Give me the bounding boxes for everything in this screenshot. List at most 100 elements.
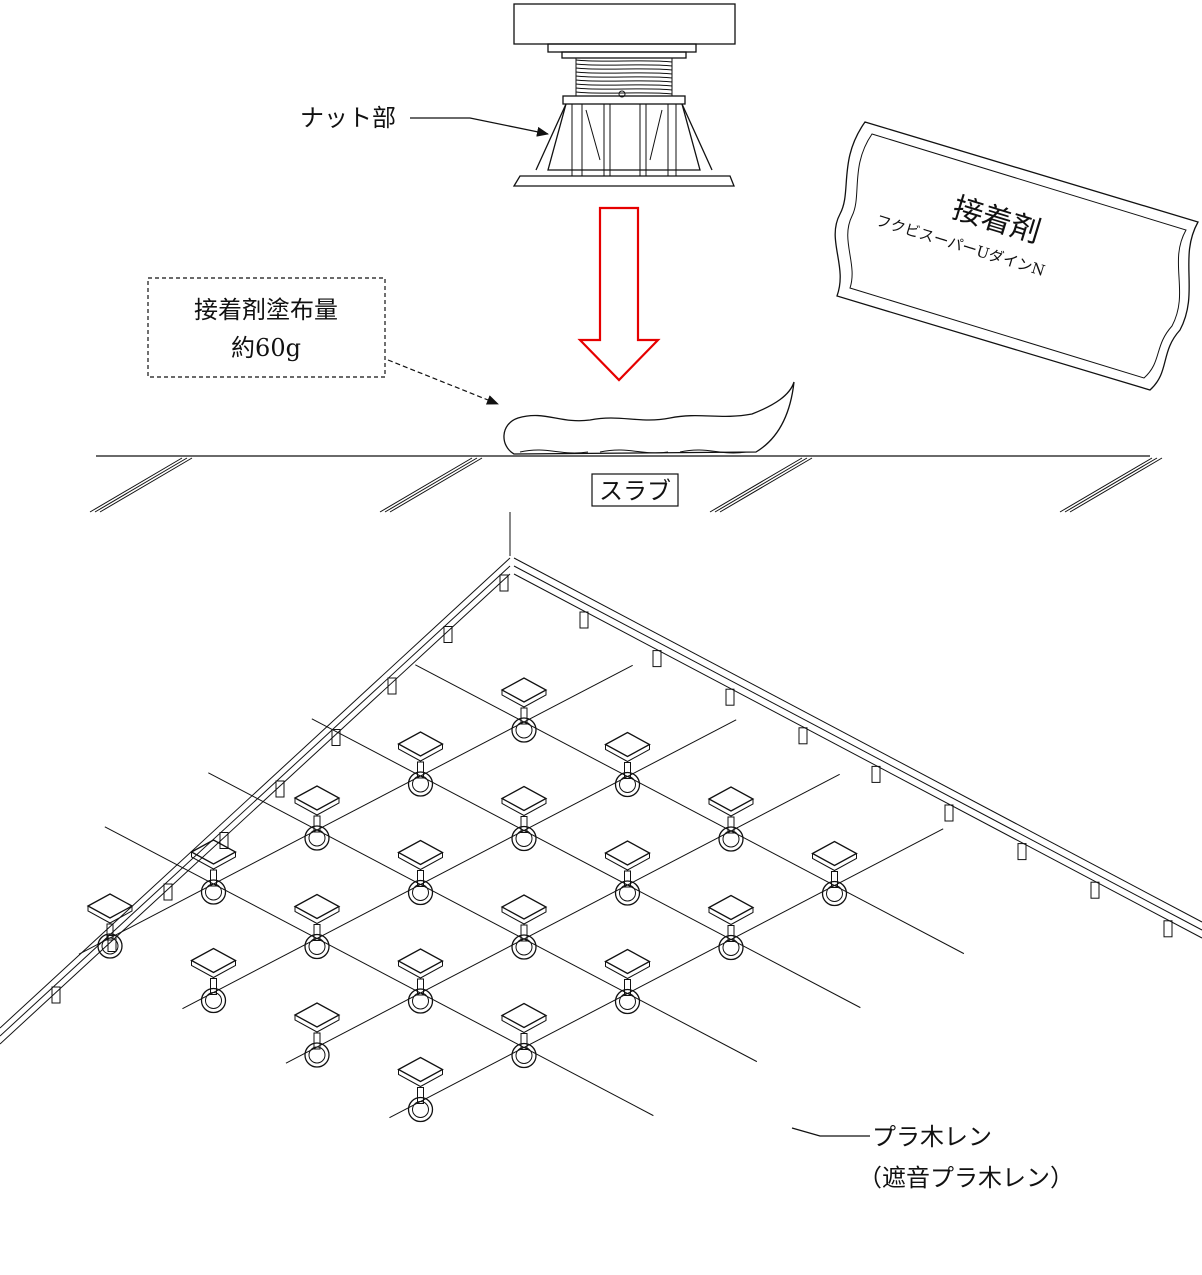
slab-hatch-line [709,457,803,513]
thread-line [575,83,673,87]
pedestal-base-ring [304,933,330,960]
pedestal-plate-edge [398,961,443,979]
slab-hatch-line [719,457,813,513]
pedestal-base-ring [407,771,434,797]
pedestal-stem [313,1032,321,1050]
pedestal-inner-ring [619,993,636,1010]
slab-hatch-line [389,457,483,513]
pedestal-stem [210,869,217,887]
pedestal-base-ring [511,1042,537,1069]
floor-pedestal [397,839,444,906]
right-wall-post [871,765,881,783]
slab-hatch-line [94,457,188,513]
pedestal-inner-ring [515,938,533,956]
pedestal-base-ring [718,934,744,961]
pedestal-stem [417,978,424,996]
pedestal-inner-ring [205,883,222,901]
adhesive-bag-inner-outline [847,133,1187,379]
grid-line [415,664,965,955]
left-wall-line [0,557,511,1029]
thread-line [575,87,673,91]
pedestal-inner-ring [205,992,222,1009]
slab-hatch-line [1059,457,1153,513]
slab-hatch-line [714,457,808,513]
pedestal-upper-ring [561,51,687,59]
left-wall-line [0,565,511,1037]
slab-hatch-line [1069,457,1163,513]
adhesive-amount-label: 接着剤塗布量 [194,296,338,324]
left-wall-post [219,832,229,849]
right-wall-line [513,565,1202,931]
pedestal-inner-ring [308,829,326,847]
pedestal-base-ring [614,880,641,906]
right-wall-post [798,727,808,745]
pedestal-inner-ring [308,1046,326,1064]
thread-line [575,71,673,75]
left-wall-post [331,729,341,746]
pedestal-base-ring [407,1096,434,1123]
nut-part-leader [410,117,549,137]
left-wall-post [443,626,453,643]
pedestal-stem [520,707,528,725]
left-wall-post [499,574,509,592]
pedestal-plate-edge [191,852,236,870]
pedestal-plate-edge [812,853,857,872]
pedestal-plate-edge [398,744,443,762]
left-wall-post [107,935,117,952]
pedestal-base-ring [821,880,848,907]
floor-pedestal [604,948,651,1015]
pedestal-inner-ring [619,884,636,902]
pedestal-ribs [571,104,677,176]
pedestal-label: プラ木レン [872,1123,992,1151]
adhesive-amount-leader [387,359,499,405]
grid-line [78,664,633,955]
pedestal-inner-ring [619,776,636,793]
floor-pedestal [500,894,548,960]
pedestal-stem [727,816,735,834]
thread-line [575,91,673,95]
screw-thread [575,58,673,96]
right-wall-line [513,557,1202,923]
pedestal-plate-edge [605,853,650,871]
pedestal-illustration [512,3,736,187]
floor-pedestal [811,840,858,907]
floor-pedestal [500,677,548,743]
right-wall-post [579,611,589,629]
pedestal-plate-edge [398,1069,443,1088]
left-wall-post [275,780,285,798]
floor-pedestal [293,893,341,960]
pedestal-inner-ring [515,1047,533,1064]
pedestal-plate-edge [398,852,443,871]
grid-line [208,772,758,1063]
pedestal-base-ring [511,934,537,960]
floor-pedestal [500,785,548,852]
pedestal-inner-ring [412,775,429,793]
slab-hatching [89,457,1163,513]
pedestal-stem [313,815,321,833]
pedestal-plate-edge [605,744,650,763]
perimeter-walls [0,512,1202,1045]
pedestal-plate-edge [605,961,650,980]
pedestal-base-ring [200,987,227,1014]
thread-line [575,59,673,63]
pedestal-base-ring [200,879,227,905]
grid-line [389,828,944,1119]
slab-label-box [591,473,679,507]
pedestal-base-ring [511,717,537,743]
slab-hatch-line [89,457,183,513]
right-wall-post [944,804,954,822]
pedestal-plate-edge [708,799,754,817]
slab-hatch-line [384,457,478,513]
left-wall-line [0,573,511,1045]
pedestal-inner-ring [722,939,740,956]
pedestal-plate-edge [191,960,236,979]
pedestal-base-ring [304,1042,330,1068]
right-wall-line [513,573,1202,939]
floor-pedestal [86,893,134,959]
adhesive-amount-box [147,277,386,378]
pedestal-stem [520,924,528,942]
grid-line [182,719,737,1010]
pedestal-stem [520,1033,528,1050]
